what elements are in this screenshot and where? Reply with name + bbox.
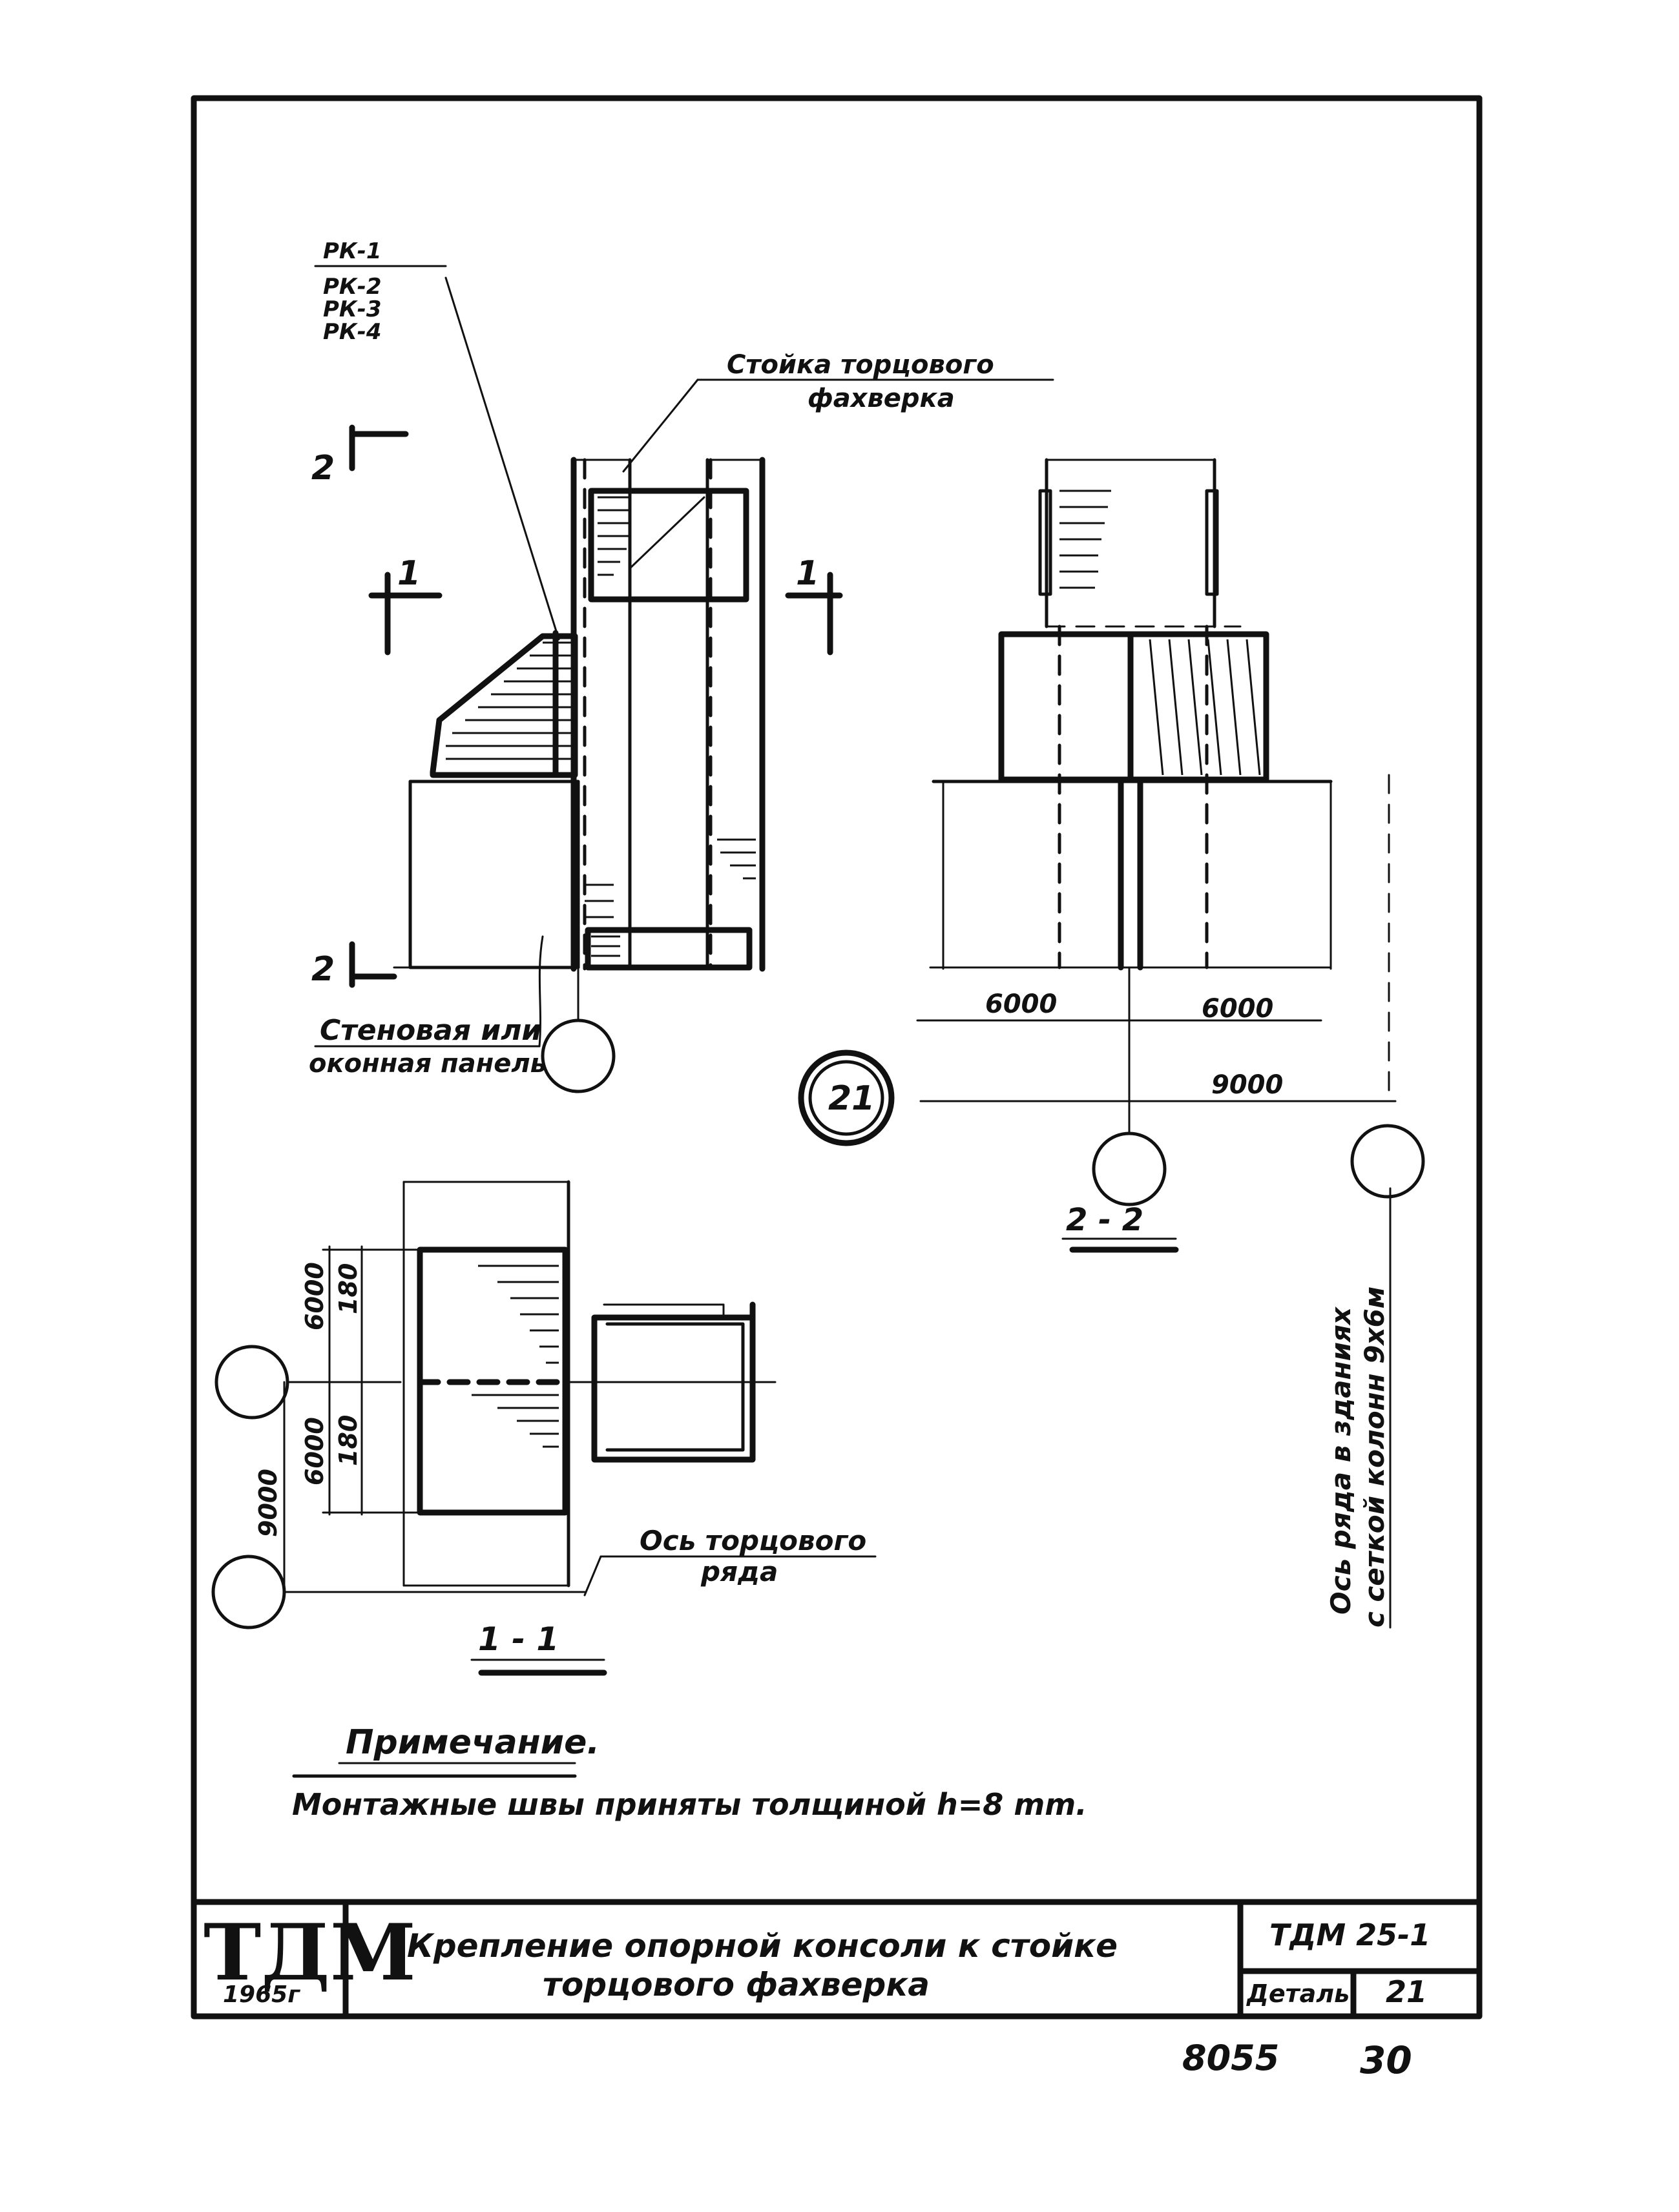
axis-bubble-1-1-top	[214, 1345, 289, 1420]
rk-label-1: РК-1	[323, 238, 381, 264]
row-axis-label: Ось ряда в зданиях с сеткой колонн 9х6м	[1325, 1187, 1392, 1629]
dim-9000: 9000	[1211, 1070, 1283, 1100]
section-mark-1-left: 1	[397, 554, 421, 593]
detail-bubble: 21	[798, 1049, 895, 1146]
detail-label: Деталь	[1246, 1979, 1350, 2008]
panel-label-line2: оконная панель	[309, 1049, 547, 1079]
end-axis-label-line1: Ось торцового	[640, 1525, 866, 1556]
note-block: Примечание. Монтажные швы приняты толщин…	[292, 1723, 1087, 1822]
row-axis-label-line1: Ось ряда в зданиях	[1325, 1306, 1357, 1615]
axis-bubble-elevation	[541, 1018, 616, 1093]
title-block: ТДМ 1965г Крепление опорной консоли к ст…	[191, 1899, 1483, 2020]
title-line-1: Крепление опорной консоли к стойке	[407, 1927, 1118, 1965]
detail-bubble-number: 21	[828, 1079, 875, 1118]
elevation-view: РК-1 РК-2 РК-3 РК-4 Стойка торцового фах…	[309, 238, 1054, 1093]
panel-label-line1: Стеновая или	[320, 1014, 541, 1047]
column-label-line1: Стойка торцового	[727, 350, 994, 380]
dim-v-6000-bottom: 6000	[300, 1417, 329, 1485]
section-mark-2-top: 2	[311, 449, 335, 488]
section-1-1-title: 1 - 1	[478, 1620, 559, 1658]
sheet-border	[191, 95, 1483, 2020]
dim-v-180-top: 180	[334, 1263, 362, 1314]
detail-value: 21	[1386, 1974, 1427, 2009]
section-mark-1-right: 1	[796, 554, 819, 593]
dim-6000-left: 6000	[985, 989, 1057, 1019]
note-text: Монтажные швы приняты толщиной h=8 mm.	[292, 1787, 1087, 1822]
rk-label-2: РК-2	[323, 274, 381, 300]
axis-bubble-row	[1350, 1124, 1425, 1199]
title-line-2: торцового фахверка	[543, 1966, 930, 2003]
dim-v-180-bottom: 180	[334, 1415, 362, 1466]
section-2-2-view: 6000 6000 9000 2 - 2	[916, 458, 1425, 1253]
rk-label-3: РК-3	[323, 296, 381, 322]
row-axis-label-line2: с сеткой колонн 9х6м	[1359, 1287, 1390, 1628]
section-1-1-view: 6000 180 6000 180 9000 Ось торцового ряд…	[211, 1180, 877, 1676]
column-label-line2: фахверка	[808, 384, 955, 413]
rk-leader	[444, 276, 560, 641]
dim-v-9000: 9000	[254, 1469, 282, 1537]
series-code: ТДМ 25-1	[1269, 1917, 1430, 1952]
footer-number-left: 8055	[1182, 2038, 1279, 2078]
footer-number-right: 30	[1360, 2038, 1412, 2082]
title-block-year: 1965г	[223, 1981, 300, 2008]
section-2-2-title: 2 - 2	[1066, 1202, 1143, 1238]
axis-bubble-2-2	[1092, 1132, 1167, 1206]
note-title: Примечание.	[346, 1723, 600, 1762]
end-axis-label-line2: ряда	[700, 1556, 778, 1587]
section-mark-2-bottom: 2	[311, 950, 335, 989]
rk-label-4: РК-4	[323, 319, 381, 345]
title-block-logo: ТДМ	[203, 1907, 416, 1998]
axis-bubble-1-1-bottom	[211, 1555, 286, 1629]
dim-v-6000-top: 6000	[300, 1262, 329, 1330]
dim-6000-right: 6000	[1202, 994, 1273, 1024]
